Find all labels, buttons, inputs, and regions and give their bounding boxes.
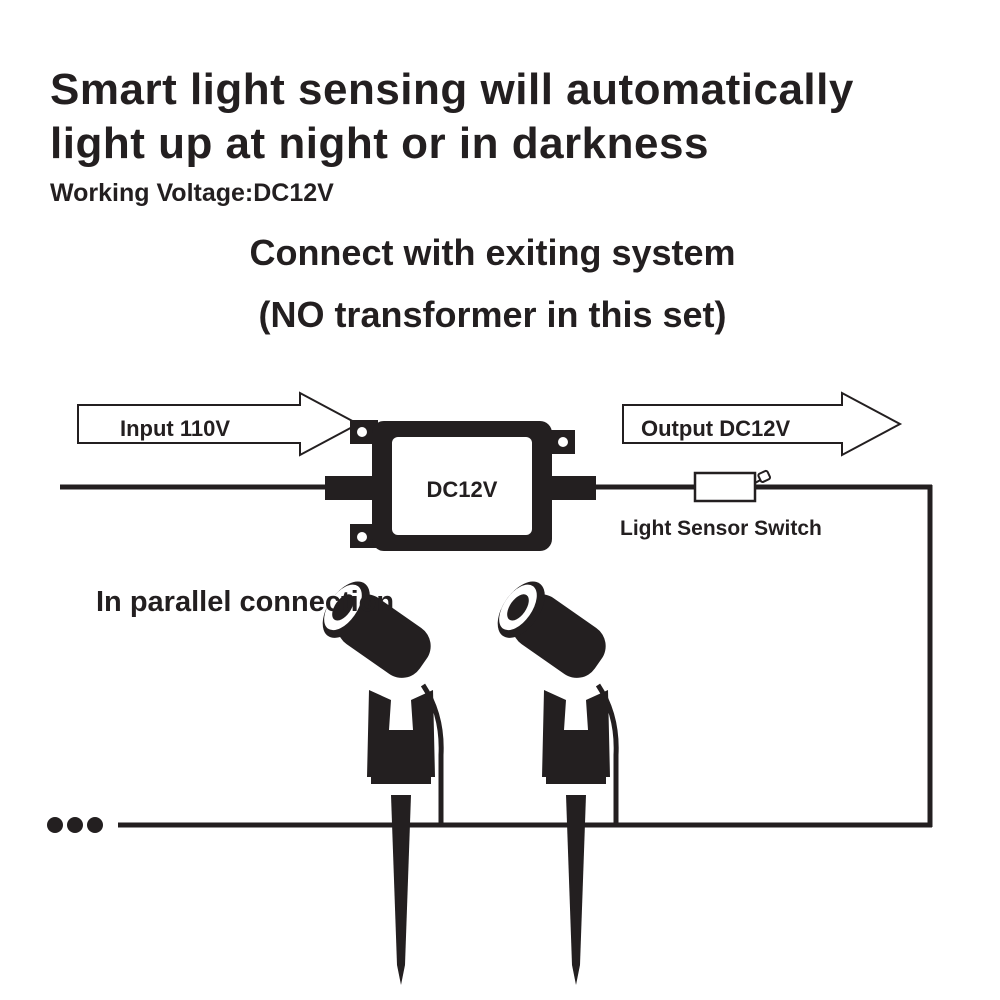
driver-label: DC12V: [427, 477, 498, 502]
spotlight-2: [488, 573, 616, 985]
input-cable-gland: [325, 476, 375, 500]
parallel-connection-label: In parallel connection: [96, 586, 395, 618]
input-arrow: [77, 391, 361, 457]
working-voltage-text: Working Voltage:DC12V: [50, 179, 334, 207]
light-sensor-switch: [693, 469, 771, 503]
output-arrow: [622, 391, 903, 457]
headline-line-2: light up at night or in darkness: [50, 119, 709, 168]
connect-heading: Connect with exiting system: [249, 232, 736, 273]
input-label: Input 110V: [120, 416, 230, 441]
sensor-label: Light Sensor Switch: [620, 517, 822, 540]
no-transformer-note: (NO transformer in this set): [258, 294, 727, 335]
headline-line-1: Smart light sensing will automatically: [50, 65, 854, 114]
dc12v-driver: DC12V: [350, 420, 575, 551]
spotlight-1: [313, 573, 441, 985]
continuation-dots: [47, 817, 103, 833]
output-label: Output DC12V: [641, 416, 790, 441]
output-cable-gland: [550, 476, 596, 500]
